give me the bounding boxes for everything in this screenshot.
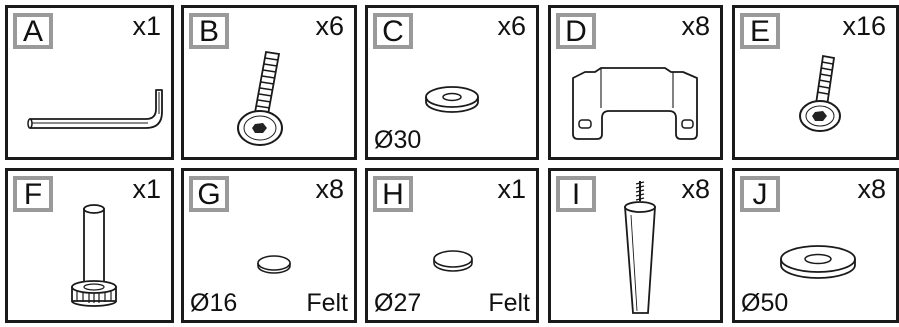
felt-pad-icon [257, 255, 291, 274]
part-cell-i: I x8 [548, 168, 723, 323]
part-quantity: x1 [132, 174, 161, 204]
part-quantity: x8 [315, 174, 344, 204]
part-size: Ø50 [741, 289, 789, 317]
part-size: Ø16 [190, 289, 238, 317]
part-quantity: x8 [681, 174, 710, 204]
part-cell-f: F x1 [5, 168, 174, 323]
part-cell-a: A x1 [5, 5, 174, 160]
part-quantity: x8 [857, 174, 886, 204]
part-quantity: x1 [132, 11, 161, 41]
part-letter: H [373, 176, 413, 212]
short-bolt-icon [799, 54, 841, 132]
part-letter: F [13, 176, 53, 212]
part-material: Felt [306, 289, 348, 317]
part-material: Felt [488, 289, 530, 317]
part-cell-e: E x16 [732, 5, 899, 160]
part-letter: C [373, 13, 413, 49]
part-letter: I [556, 176, 596, 212]
barrel-nut-icon [71, 204, 117, 307]
part-size: Ø27 [374, 289, 422, 317]
felt-pad-icon [433, 250, 473, 272]
part-letter: J [740, 176, 780, 212]
part-letter: E [740, 13, 780, 49]
allen-key-icon [27, 89, 163, 129]
part-cell-h: H x1 Ø27 Felt [365, 168, 539, 323]
part-letter: B [189, 13, 229, 49]
part-cell-d: D x8 [548, 5, 723, 160]
part-cell-j: J x8 Ø50 [732, 168, 899, 323]
long-bolt-icon [237, 50, 283, 146]
part-letter: D [556, 13, 596, 49]
bracket-icon [572, 67, 698, 140]
tapered-leg-icon [624, 181, 656, 314]
large-washer-icon [780, 245, 856, 279]
part-cell-c: C x6 Ø30 [365, 5, 539, 160]
part-letter: G [189, 176, 229, 212]
part-quantity: x1 [497, 174, 526, 204]
part-size: Ø30 [374, 126, 422, 154]
part-quantity: x6 [497, 11, 526, 41]
part-quantity: x6 [315, 11, 344, 41]
part-cell-b: B x6 [181, 5, 357, 160]
washer-icon [425, 86, 479, 113]
part-letter: A [13, 13, 53, 49]
part-quantity: x8 [681, 11, 710, 41]
part-quantity: x16 [842, 11, 886, 41]
part-cell-g: G x8 Ø16 Felt [181, 168, 357, 323]
